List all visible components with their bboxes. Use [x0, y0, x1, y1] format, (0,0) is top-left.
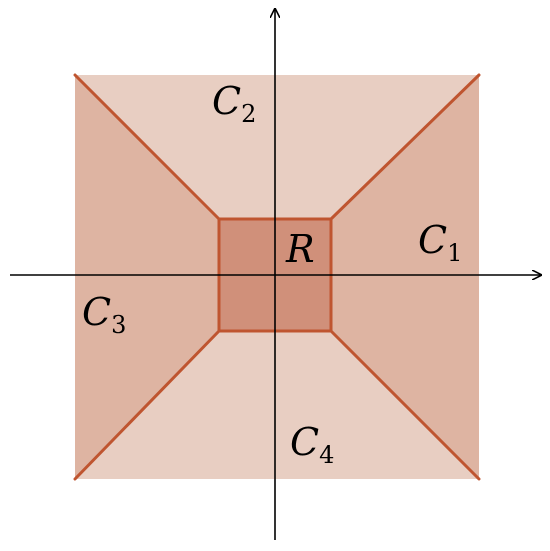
label-r: R: [285, 227, 315, 271]
label-c4: C4: [290, 420, 334, 469]
label-c2: C2: [212, 79, 256, 128]
label-c3: C3: [82, 290, 126, 339]
region-c1: [331, 75, 479, 479]
label-c1: C1: [418, 218, 462, 267]
region-boundaries: [73, 73, 481, 481]
region-c2: [75, 75, 479, 219]
region-c3: [75, 75, 219, 479]
region-c4: [75, 331, 479, 479]
